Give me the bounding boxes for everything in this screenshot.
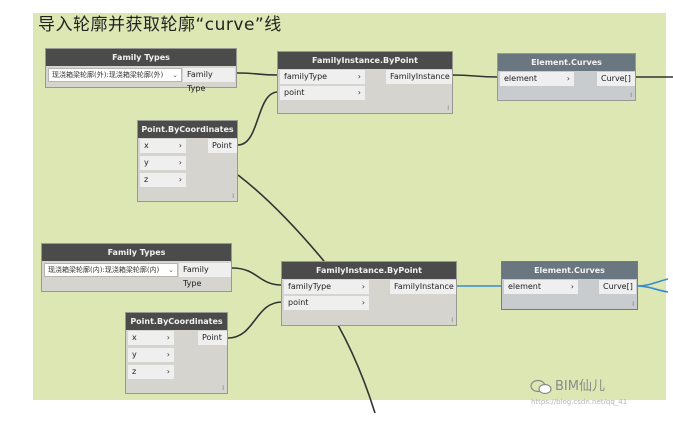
input-port-familytype[interactable]: familyType› bbox=[284, 280, 369, 294]
node-corner-mark: I bbox=[632, 301, 634, 308]
watermark: BIM仙儿 bbox=[530, 375, 605, 395]
output-port-familyinstance[interactable]: FamilyInstance bbox=[390, 280, 456, 294]
node-corner-mark: I bbox=[630, 92, 632, 99]
node-header: Element.Curves bbox=[498, 54, 635, 71]
family-type-dropdown[interactable]: 现浇箱梁轮廓(外):现浇箱梁轮廓(外) ⌄ bbox=[48, 68, 182, 82]
input-port-point[interactable]: point› bbox=[280, 86, 365, 100]
output-port-family-type[interactable]: Family Type bbox=[179, 263, 231, 288]
node-header: Family Types bbox=[42, 244, 231, 261]
family-types-node-1[interactable]: Family Types 现浇箱梁轮廓(外):现浇箱梁轮廓(外) ⌄ Famil… bbox=[45, 48, 237, 93]
family-type-dropdown[interactable]: 现浇箱梁轮廓(内):现浇箱梁轮廓(内) ⌄ bbox=[44, 263, 178, 277]
chevron-right-icon: › bbox=[178, 175, 182, 184]
chevron-right-icon: › bbox=[357, 88, 361, 97]
output-port-point[interactable]: Point bbox=[198, 331, 227, 345]
family-types-node-2[interactable]: Family Types 现浇箱梁轮廓(内):现浇箱梁轮廓(内) ⌄ Famil… bbox=[41, 243, 232, 292]
node-header: Point.ByCoordinates bbox=[126, 313, 227, 330]
point-by-coordinates-node-1[interactable]: Point.ByCoordinates x› y› z› Point I bbox=[137, 120, 238, 202]
node-header: Point.ByCoordinates bbox=[138, 121, 237, 138]
node-corner-mark: I bbox=[451, 317, 453, 324]
point-by-coordinates-node-2[interactable]: Point.ByCoordinates x› y› z› Point I bbox=[125, 312, 228, 394]
node-header: FamilyInstance.ByPoint bbox=[278, 52, 452, 69]
output-port-family-type[interactable]: Family Type bbox=[183, 68, 235, 93]
input-port-z[interactable]: z› bbox=[128, 365, 174, 379]
node-header: FamilyInstance.ByPoint bbox=[282, 262, 456, 279]
output-port-curves[interactable]: Curve[] bbox=[597, 72, 635, 86]
node-header: Family Types bbox=[46, 49, 236, 66]
element-curves-node-1[interactable]: Element.Curves element› Curve[] I bbox=[497, 53, 636, 101]
input-port-element[interactable]: element› bbox=[500, 72, 574, 86]
chevron-right-icon: › bbox=[178, 158, 182, 167]
input-port-familytype[interactable]: familyType› bbox=[280, 70, 365, 84]
input-port-y[interactable]: y› bbox=[128, 348, 174, 362]
page-title: 导入轮廓并获取轮廓“curve”线 bbox=[38, 15, 282, 35]
chevron-down-icon: ⌄ bbox=[168, 266, 174, 274]
input-port-z[interactable]: z› bbox=[140, 173, 186, 187]
watermark-url: https://blog.csdn.net/qq_41 bbox=[531, 398, 628, 406]
dropdown-value: 现浇箱梁轮廓(内):现浇箱梁轮廓(内) bbox=[48, 266, 160, 274]
chevron-right-icon: › bbox=[361, 298, 365, 307]
element-curves-node-2[interactable]: Element.Curves element› Curve[] I bbox=[501, 261, 638, 310]
chevron-right-icon: › bbox=[166, 350, 170, 359]
dropdown-value: 现浇箱梁轮廓(外):现浇箱梁轮廓(外) bbox=[52, 71, 164, 79]
chevron-right-icon: › bbox=[361, 282, 365, 291]
output-port-curves[interactable]: Curve[] bbox=[599, 280, 636, 294]
input-port-x[interactable]: x› bbox=[128, 331, 174, 345]
node-corner-mark: I bbox=[447, 105, 449, 112]
node-header: Element.Curves bbox=[502, 262, 637, 279]
watermark-text: BIM仙儿 bbox=[555, 379, 605, 394]
node-corner-mark: I bbox=[222, 385, 224, 392]
output-port-familyinstance[interactable]: FamilyInstance bbox=[386, 70, 452, 84]
chevron-down-icon: ⌄ bbox=[172, 71, 178, 79]
chevron-right-icon: › bbox=[166, 333, 170, 342]
output-port-point[interactable]: Point bbox=[208, 139, 237, 153]
chevron-right-icon: › bbox=[178, 141, 182, 150]
chevron-right-icon: › bbox=[357, 72, 361, 81]
input-port-y[interactable]: y› bbox=[140, 156, 186, 170]
chevron-right-icon: › bbox=[166, 367, 170, 376]
wechat-icon bbox=[530, 379, 552, 394]
input-port-point[interactable]: point› bbox=[284, 296, 369, 310]
family-instance-node-1[interactable]: FamilyInstance.ByPoint familyType› point… bbox=[277, 51, 453, 114]
family-instance-node-2[interactable]: FamilyInstance.ByPoint familyType› point… bbox=[281, 261, 457, 326]
chevron-right-icon: › bbox=[570, 282, 574, 291]
input-port-x[interactable]: x› bbox=[140, 139, 186, 153]
chevron-right-icon: › bbox=[566, 74, 570, 83]
node-corner-mark: I bbox=[232, 193, 234, 200]
input-port-element[interactable]: element› bbox=[504, 280, 578, 294]
